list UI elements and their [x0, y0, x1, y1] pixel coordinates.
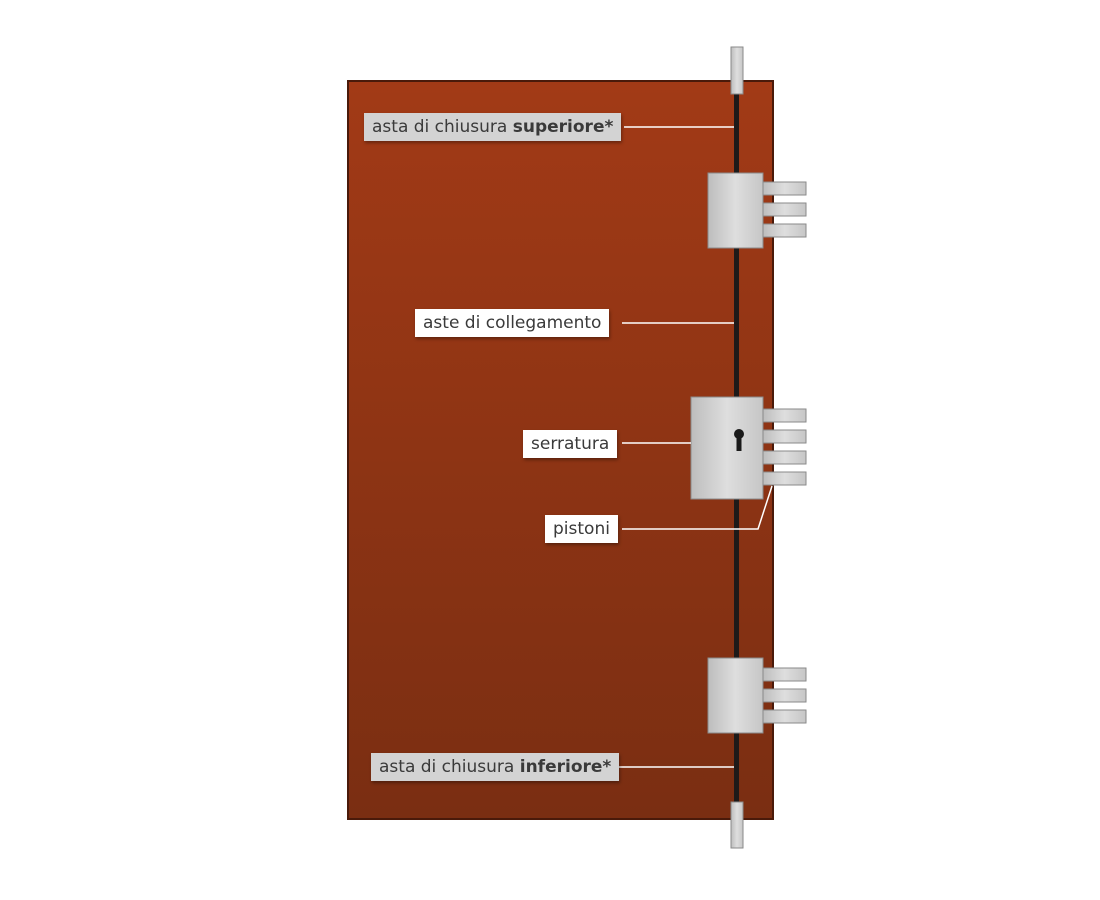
upper-lock-box	[707, 172, 807, 249]
label-top-rod: asta di chiusura superiore*	[364, 113, 622, 141]
keyhole-icon	[734, 429, 744, 451]
label-top-rod-text: asta di chiusura	[372, 117, 513, 137]
leader-pistons	[622, 485, 773, 530]
lower-lock-box	[707, 657, 807, 734]
label-top-rod-bold: superiore*	[512, 117, 614, 137]
label-lock-text: serratura	[531, 434, 610, 454]
bottom-rod-tip	[730, 801, 744, 849]
label-connecting-rods: aste di collegamento	[415, 309, 610, 337]
label-bottom-rod: asta di chiusura inferiore*	[371, 753, 620, 781]
top-rod-tip	[730, 46, 744, 95]
label-pistons: pistoni	[545, 515, 618, 543]
label-lock: serratura	[523, 430, 618, 458]
label-bottom-rod-text: asta di chiusura	[379, 757, 520, 777]
label-bottom-rod-bold: inferiore*	[519, 757, 612, 777]
main-lock	[690, 396, 807, 500]
label-connecting-rods-text: aste di collegamento	[423, 313, 602, 333]
label-pistons-text: pistoni	[553, 519, 610, 539]
